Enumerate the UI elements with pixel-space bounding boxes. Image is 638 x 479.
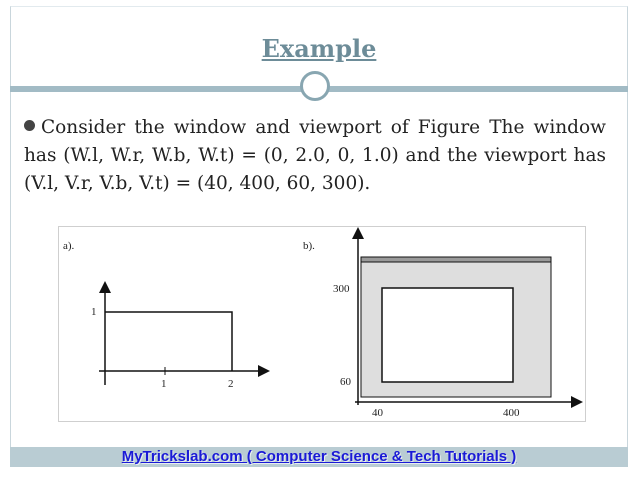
bullet-text: Consider the window and viewport of Figu… xyxy=(24,117,606,194)
bullet-icon xyxy=(24,120,35,131)
footer-link[interactable]: MyTrickslab.com ( Computer Science & Tec… xyxy=(121,448,517,465)
panel-a-y-tick-1: 1 xyxy=(91,306,97,318)
figure-svg: a). 1 1 2 b). 300 60 40 400 xyxy=(63,227,583,419)
panel-a-x-tick-1: 1 xyxy=(161,378,167,390)
panel-b-viewport-rect xyxy=(381,287,514,383)
panel-b-y-tick-300: 300 xyxy=(333,283,350,295)
panel-a-x-tick-2: 2 xyxy=(228,378,234,390)
panel-a-label: a). xyxy=(63,240,75,252)
bullet-paragraph: Consider the window and viewport of Figu… xyxy=(24,114,606,198)
window-viewport-figure: a). 1 1 2 b). 300 60 40 400 xyxy=(58,226,586,422)
slide-title: Example xyxy=(261,34,377,63)
panel-b-y-tick-60: 60 xyxy=(340,376,352,388)
panel-a-window-rect xyxy=(105,311,233,371)
slide-frame xyxy=(10,6,628,467)
footer-bar: MyTrickslab.com ( Computer Science & Tec… xyxy=(10,447,628,467)
divider-circle-ornament xyxy=(300,71,330,101)
panel-b-x-tick-400: 400 xyxy=(503,407,520,419)
panel-b-screen-top-bar xyxy=(360,256,552,263)
panel-b-x-tick-40: 40 xyxy=(372,407,384,419)
panel-b-label: b). xyxy=(303,240,315,252)
